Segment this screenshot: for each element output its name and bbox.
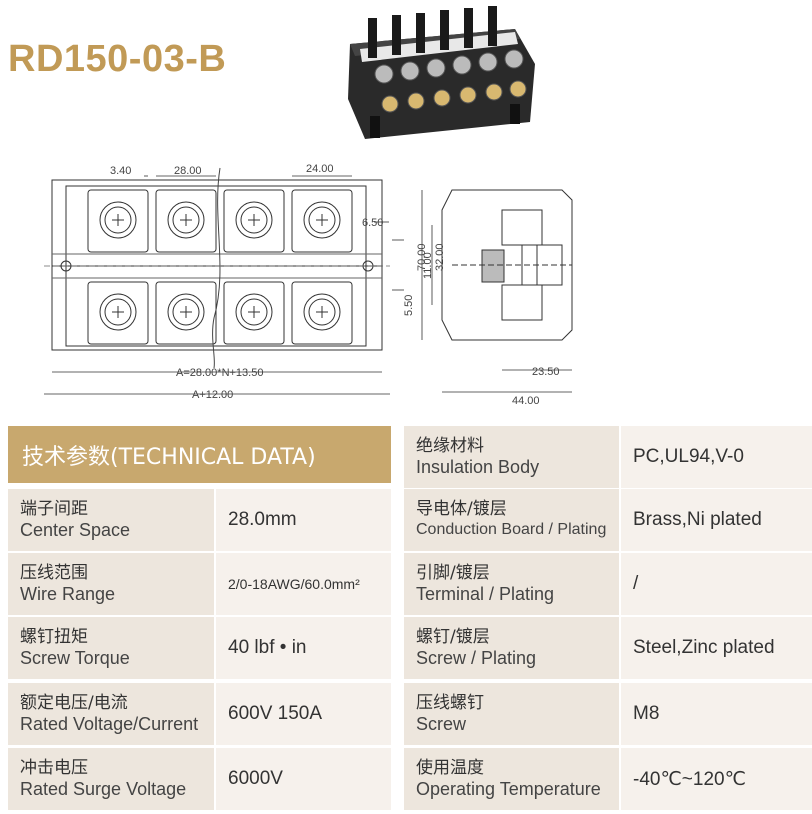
spec-label-cn: 压线范围 xyxy=(20,563,88,583)
spec-label-en: Terminal / Plating xyxy=(416,584,555,604)
table-row: 导电体/镀层 Conduction Board / Plating Brass,… xyxy=(8,489,812,551)
spec-label-cn: 螺钉扭矩 xyxy=(20,627,88,647)
front-view-drawing: 3.40 28.00 24.00 6.50 A=28.00*N+13.50 A+… xyxy=(44,163,390,401)
spec-label-en: Screw xyxy=(416,714,467,734)
dim-650: 6.50 xyxy=(362,217,383,229)
table-row: 螺钉/镀层 Screw / Plating Steel,Zinc plated xyxy=(8,617,812,679)
side-view-drawing: 11.00 5.50 70.00 32.00 23.50 44.00 xyxy=(392,189,573,407)
dim-width: 24.00 xyxy=(306,163,334,175)
spec-value: M8 xyxy=(621,683,812,745)
spec-label-cn: 螺钉/镀层 xyxy=(416,627,490,647)
spec-value: Brass,Ni plated xyxy=(621,489,812,551)
dim-2350: 23.50 xyxy=(532,366,560,378)
table-row: 端子间距 Center Space 28.0mm xyxy=(8,489,812,551)
spec-label-cn: 导电体/镀层 xyxy=(416,499,507,519)
spec-label-en: Insulation Body xyxy=(416,457,540,477)
spec-label-en: Screw Torque xyxy=(20,648,130,668)
spec-label-cn: 额定电压/电流 xyxy=(20,693,128,713)
spec-value: / xyxy=(621,553,812,615)
spec-label-en: Wire Range xyxy=(20,584,116,604)
table-row: 使用温度 Operating Temperature -40℃~120℃ xyxy=(8,748,812,810)
dim-a: A=28.00*N+13.50 xyxy=(176,367,263,379)
spec-value: 2/0-18AWG/60.0mm² xyxy=(216,553,391,615)
table-row: 压线螺钉 Screw M8 xyxy=(8,683,812,745)
dim-pitch: 28.00 xyxy=(174,165,202,177)
table-row: 引脚/镀层 Terminal / Plating / xyxy=(8,553,812,615)
table-row: 螺钉扭矩 Screw Torque 40 lbf • in xyxy=(8,617,812,679)
spec-value: 600V 150A xyxy=(216,683,391,745)
spec-label-en: Rated Surge Voltage xyxy=(20,779,187,799)
dim-7000: 70.00 xyxy=(416,243,428,271)
spec-value: -40℃~120℃ xyxy=(621,748,812,810)
table-row: 冲击电压 Rated Surge Voltage 6000V xyxy=(8,748,812,810)
dim-1100: 11.00 xyxy=(422,252,434,279)
spec-label-cn: 冲击电压 xyxy=(20,758,88,778)
spec-value: Steel,Zinc plated xyxy=(621,617,812,679)
spec-label-en: Conduction Board / Plating xyxy=(416,521,607,538)
table-row: 压线范围 Wire Range 2/0-18AWG/60.0mm² xyxy=(8,553,812,615)
technical-data-header: 技术参数(TECHNICAL DATA) xyxy=(8,426,391,483)
spec-label-en: Screw / Plating xyxy=(416,648,537,668)
spec-label-en: Rated Voltage/Current xyxy=(20,714,199,734)
dim-4400: 44.00 xyxy=(512,395,540,407)
spec-value: PC,UL94,V-0 xyxy=(621,426,812,488)
spec-value: 28.0mm xyxy=(216,489,391,551)
spec-label-cn: 压线螺钉 xyxy=(416,693,484,713)
dim-550: 5.50 xyxy=(403,295,415,316)
dim-3200: 32.00 xyxy=(434,243,446,271)
spec-label-en: Center Space xyxy=(20,520,131,540)
spec-value: 40 lbf • in xyxy=(216,617,391,679)
table-row: 额定电压/电流 Rated Voltage/Current 600V 150A xyxy=(8,683,812,745)
table-row: 绝缘材料 Insulation Body PC,UL94,V-0 xyxy=(8,426,812,488)
spec-value: 6000V xyxy=(216,748,391,810)
dim-pitch-gap: 3.40 xyxy=(110,165,131,177)
terminal-block-photo xyxy=(348,6,535,139)
dim-a12: A+12.00 xyxy=(192,389,233,401)
technical-data-table: 技术参数(TECHNICAL DATA) 端子间距 Center Space 2… xyxy=(8,426,812,814)
spec-label-cn: 引脚/镀层 xyxy=(416,563,490,583)
product-title: RD150-03-B xyxy=(8,38,227,80)
spec-label-cn: 绝缘材料 xyxy=(416,436,484,456)
spec-label-cn: 使用温度 xyxy=(416,758,484,778)
spec-label-en: Operating Temperature xyxy=(416,779,601,799)
spec-label-cn: 端子间距 xyxy=(20,499,88,519)
